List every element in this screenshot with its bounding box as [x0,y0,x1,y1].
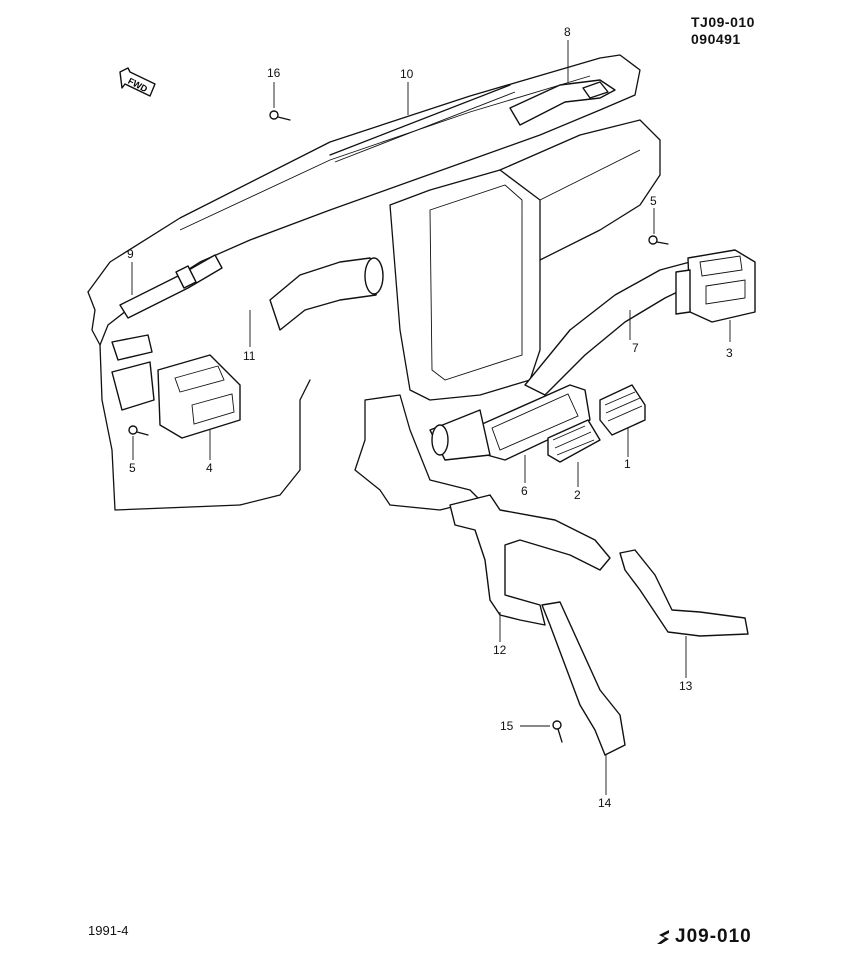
callout-10: 10 [400,67,414,81]
callout-4: 4 [206,461,213,475]
leader-lines [131,40,731,795]
part-3-vent [675,249,756,323]
part-2-vent [547,419,601,463]
screw-15-icon [552,720,563,743]
callout-9: 9 [127,247,134,261]
diagram-date-code: 090491 [691,31,741,47]
callout-13: 13 [679,679,693,693]
part-9-duct [119,254,223,319]
callout-3: 3 [726,346,733,360]
callout-7: 7 [632,341,639,355]
part-10-rod [329,84,511,156]
callout-5-upper: 5 [650,194,657,208]
part-12-rear-duct [449,494,626,756]
callout-16: 16 [267,66,281,80]
callout-6: 6 [521,484,528,498]
revision-date: 1991-4 [88,923,129,938]
part-1-vent [599,384,646,436]
screw-5-upper-icon [648,235,669,245]
footer-code-block: J09-010 [655,926,752,948]
part-8-duct [509,79,616,126]
callout-11: 11 [243,349,256,363]
part-11-duct [269,257,384,331]
diagram-code: TJ09-010 [691,14,755,30]
part-7-duct [524,261,693,396]
forward-arrow-icon: FWD [119,67,156,97]
page-code: J09-010 [675,926,752,947]
callout-14: 14 [598,796,612,810]
callout-12: 12 [493,643,507,657]
callout-2: 2 [574,488,581,502]
callout-8: 8 [564,25,571,39]
callout-1: 1 [624,457,631,471]
callout-15: 15 [500,719,514,733]
screw-16-icon [269,110,291,121]
screw-5-lower-icon [128,425,149,436]
callout-5-lower: 5 [129,461,136,475]
part-6-grille [429,384,591,461]
part-4-vent [111,334,241,439]
part-13-duct [619,549,749,637]
suzuki-s-logo-icon [657,930,669,944]
